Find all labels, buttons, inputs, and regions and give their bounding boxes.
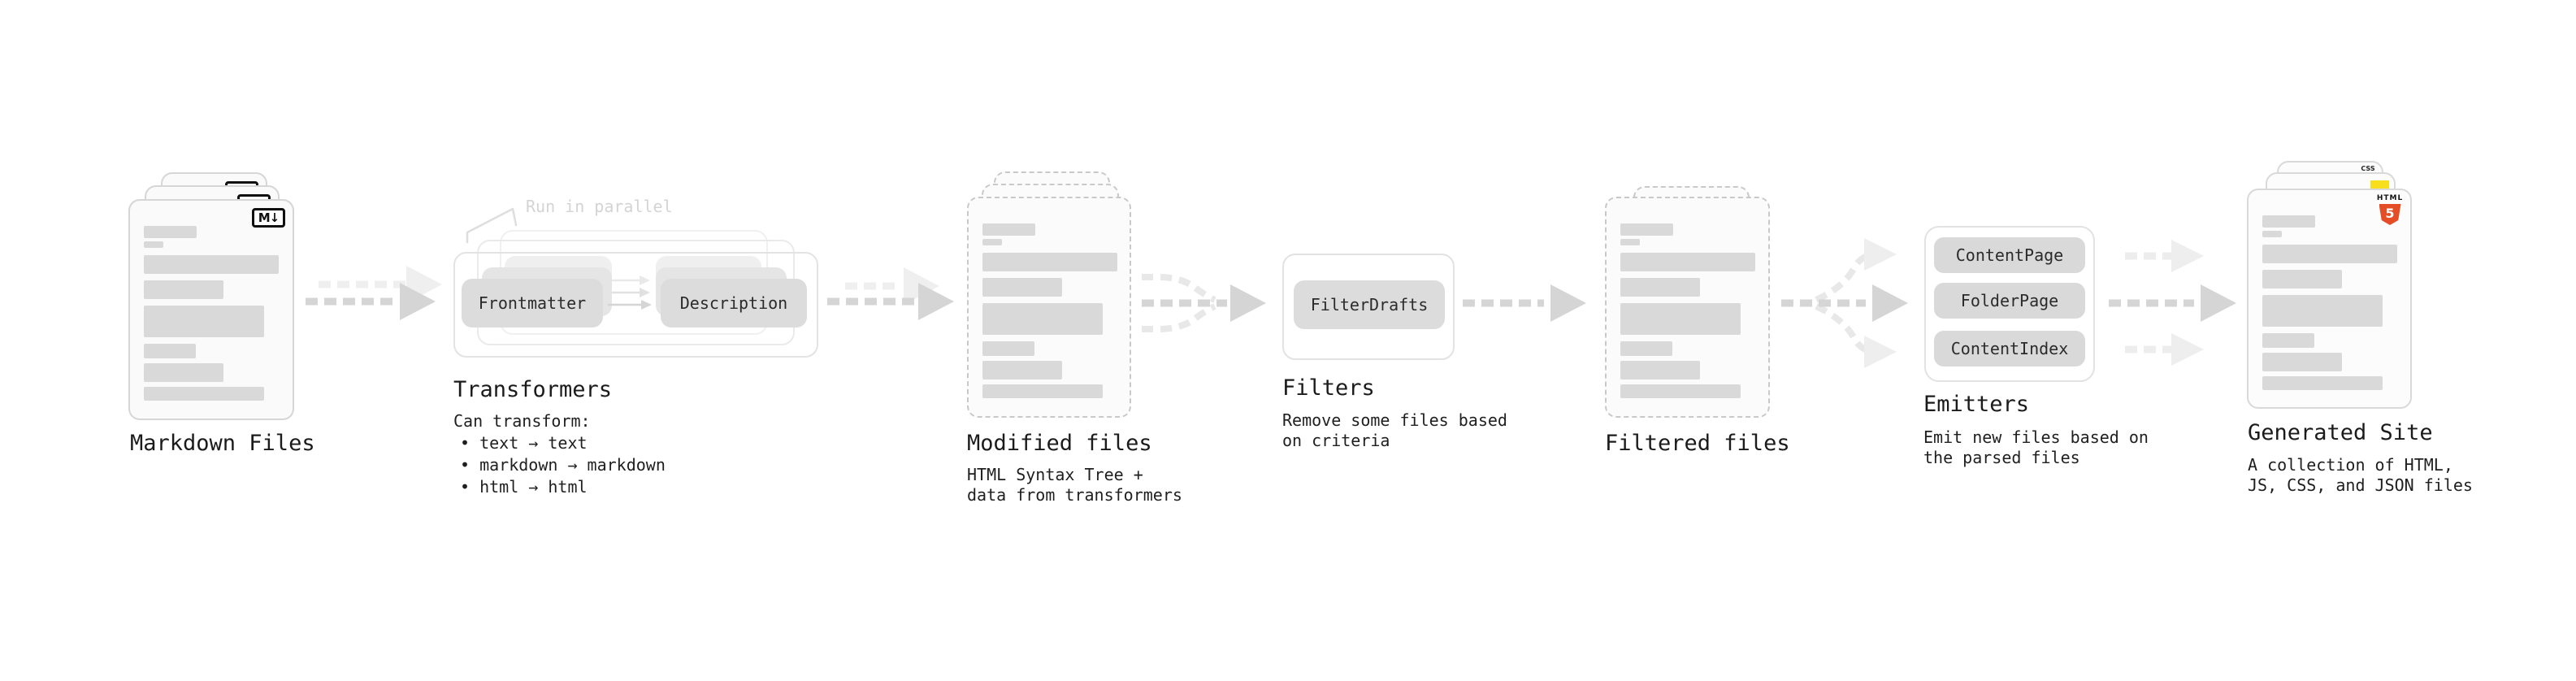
stage-title-filtered-files: Filtered files	[1605, 431, 1790, 456]
css-icon-label: CSS	[2361, 165, 2375, 172]
document-text-lines	[969, 198, 1130, 416]
text-line-placeholder	[982, 361, 1062, 380]
arrow-markdown-to-transformers	[306, 266, 442, 320]
transformer-box-frontmatter: Frontmatter	[462, 279, 603, 327]
text-line-placeholder	[1620, 278, 1700, 297]
bullet-item: • html → html	[460, 477, 588, 497]
arrow-transformers-to-modified	[827, 267, 954, 320]
text-line-placeholder	[2262, 376, 2383, 390]
text-line-placeholder	[144, 280, 223, 299]
text-line-placeholder	[1620, 361, 1700, 380]
text-line-placeholder	[982, 384, 1103, 398]
transformer-box-description: Description	[661, 279, 807, 327]
bullet-item: • text → text	[460, 433, 588, 453]
text-line-placeholder	[2262, 245, 2397, 263]
text-line-placeholder	[982, 278, 1062, 297]
modified-file-front	[967, 197, 1131, 418]
text-line-placeholder	[1620, 239, 1640, 245]
generated-file-html: HTML 5	[2247, 189, 2412, 409]
transformers-subtitle: Can transform:	[453, 411, 591, 431]
stage-title-emitters: Emitters	[1923, 392, 2030, 417]
stage-title-generated-site: Generated Site	[2248, 420, 2433, 445]
text-line-placeholder	[2262, 353, 2342, 371]
arrow-filters-to-filtered	[1463, 284, 1586, 322]
text-line-placeholder	[2262, 333, 2314, 348]
text-line-placeholder	[1620, 253, 1755, 271]
html5-icon-label: HTML	[2376, 194, 2404, 202]
text-line-placeholder	[144, 363, 223, 382]
text-line-placeholder	[982, 223, 1035, 236]
stage-title-transformers: Transformers	[453, 377, 613, 402]
arrow-emitters-to-generated	[2109, 240, 2236, 366]
emitter-box-contentindex: ContentIndex	[1934, 331, 2085, 367]
text-line-placeholder	[2262, 231, 2282, 237]
text-line-placeholder	[982, 341, 1034, 356]
text-line-placeholder	[144, 241, 163, 248]
document-text-lines	[130, 201, 293, 419]
text-line-placeholder	[982, 303, 1103, 335]
run-in-parallel-note: Run in parallel	[526, 197, 673, 216]
transformers-bullet-list: • text → text • markdown → markdown • ht…	[460, 432, 666, 498]
text-line-placeholder	[1620, 303, 1741, 335]
emitter-box-folderpage: FolderPage	[1934, 283, 2085, 319]
text-line-placeholder	[144, 387, 264, 401]
filters-subtitle: Remove some files based on criteria	[1282, 410, 1507, 450]
generated-site-subtitle: A collection of HTML, JS, CSS, and JSON …	[2248, 455, 2473, 495]
document-text-lines	[2249, 190, 2410, 407]
text-line-placeholder	[1620, 223, 1673, 236]
text-line-placeholder	[1620, 341, 1672, 356]
text-line-placeholder	[982, 253, 1117, 271]
arrow-modified-to-filters	[1142, 274, 1266, 332]
stage-title-filters: Filters	[1282, 375, 1375, 401]
filter-box-filterdrafts: FilterDrafts	[1294, 280, 1445, 329]
modified-files-subtitle: HTML Syntax Tree + data from transformer…	[967, 465, 1182, 505]
stage-title-modified-files: Modified files	[967, 431, 1152, 456]
text-line-placeholder	[144, 344, 196, 358]
text-line-placeholder	[2262, 215, 2315, 228]
document-text-lines	[1607, 198, 1768, 416]
text-line-placeholder	[144, 306, 264, 337]
html5-icon: HTML 5	[2376, 195, 2404, 225]
transformer-container-front	[453, 252, 818, 358]
bullet-item: • markdown → markdown	[460, 455, 666, 475]
text-line-placeholder	[2262, 270, 2342, 288]
emitters-subtitle: Emit new files based on the parsed files	[1923, 427, 2149, 467]
markdown-icon: M↓	[252, 208, 285, 228]
text-line-placeholder	[144, 226, 197, 238]
text-line-placeholder	[144, 255, 279, 274]
text-line-placeholder	[2262, 295, 2383, 327]
emitter-box-contentpage: ContentPage	[1934, 237, 2085, 273]
markdown-file-front: M↓	[128, 199, 294, 420]
text-line-placeholder	[982, 239, 1002, 245]
filtered-file-front	[1605, 197, 1770, 418]
text-line-placeholder	[1620, 384, 1741, 398]
stage-title-markdown-files: Markdown Files	[130, 431, 315, 456]
arrow-filtered-to-emitters	[1781, 238, 1908, 368]
